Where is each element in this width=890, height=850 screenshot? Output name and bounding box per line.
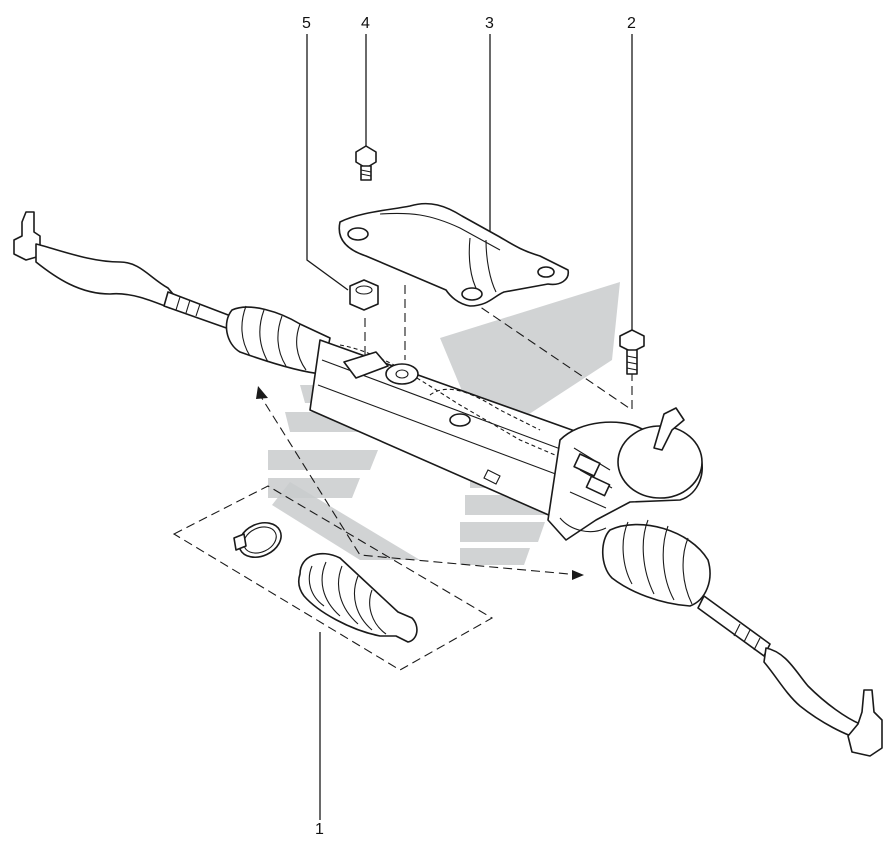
callout-3: 3: [485, 15, 494, 32]
rack-housing: [309, 339, 601, 521]
callout-2: 2: [627, 15, 636, 32]
right-rack-bellows: [601, 519, 711, 607]
lower-bolt: [619, 329, 645, 375]
clip-nut: [349, 279, 379, 311]
leader-lines: [306, 34, 633, 820]
mounting-bracket: [338, 202, 570, 307]
pinion-valve-housing: [547, 407, 704, 541]
left-rack-bellows: [225, 305, 331, 375]
callout-5: 5: [302, 15, 311, 32]
upper-bolt: [355, 145, 377, 181]
boot-kit: [172, 485, 494, 671]
assembly-lines: [256, 285, 633, 580]
callout-1: 1: [315, 821, 324, 838]
right-tie-rod: [697, 595, 883, 757]
callout-4: 4: [361, 15, 370, 32]
left-tie-rod: [13, 211, 237, 331]
